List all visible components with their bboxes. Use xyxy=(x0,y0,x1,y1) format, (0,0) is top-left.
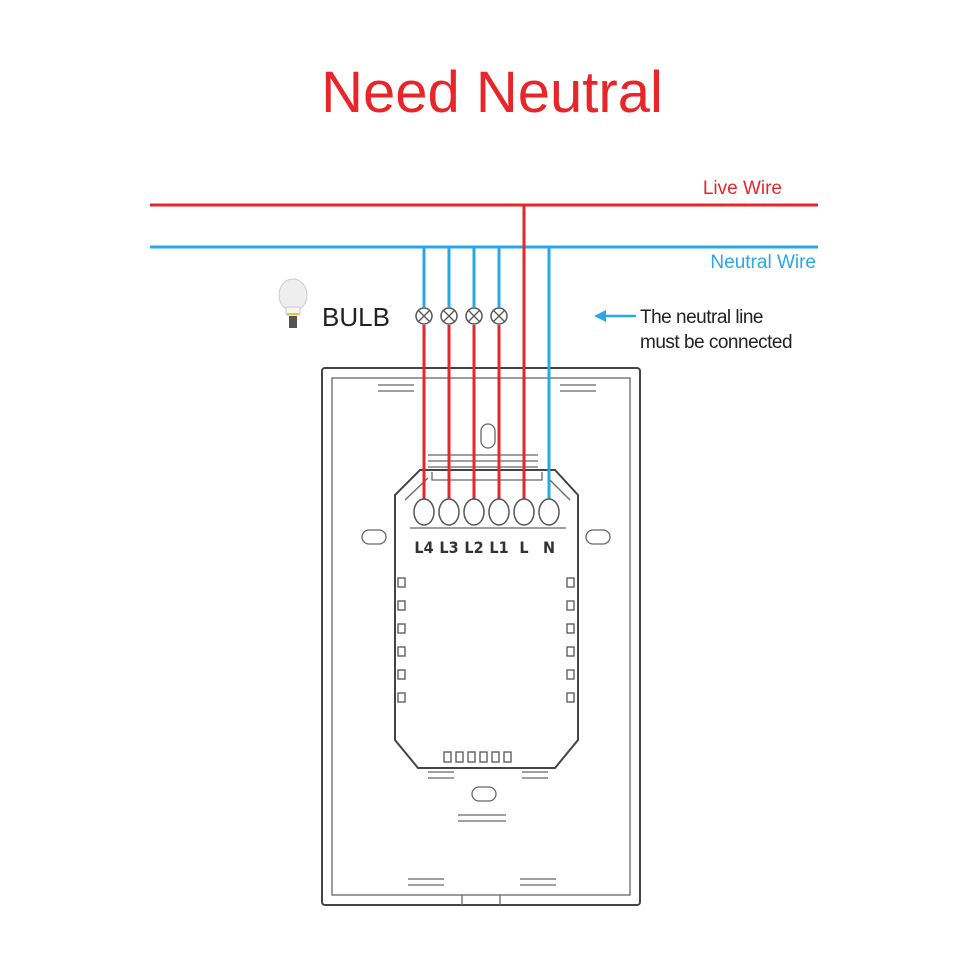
terminal-label: L2 xyxy=(464,538,483,557)
lamp-symbol-icon xyxy=(415,307,433,325)
arrow-left-icon xyxy=(594,310,636,322)
terminal-screw xyxy=(463,498,485,526)
terminal-label: N xyxy=(543,538,555,557)
terminal-label: L1 xyxy=(489,538,508,557)
bulb-icon xyxy=(278,278,308,328)
terminal-screw xyxy=(538,498,560,526)
note-line-1: The neutral line xyxy=(640,307,763,328)
terminal-label: L xyxy=(519,538,528,557)
lamp-symbol-icon xyxy=(465,307,483,325)
live-wire-label: Live Wire xyxy=(703,178,782,199)
lamp-symbol-icon xyxy=(440,307,458,325)
switch-back-plate xyxy=(321,367,641,906)
terminal-screw xyxy=(488,498,510,526)
neutral-wire-label: Neutral Wire xyxy=(710,252,816,273)
page-title: Need Neutral xyxy=(321,60,663,125)
bulb-label: BULB xyxy=(322,302,390,332)
terminal-screw xyxy=(413,498,435,526)
terminal-label: L4 xyxy=(414,538,433,557)
terminal-label: L3 xyxy=(439,538,458,557)
terminal-screw xyxy=(513,498,535,526)
terminal-screw xyxy=(438,498,460,526)
note-line-2: must be connected xyxy=(640,332,792,353)
lamp-symbol-icon xyxy=(490,307,508,325)
